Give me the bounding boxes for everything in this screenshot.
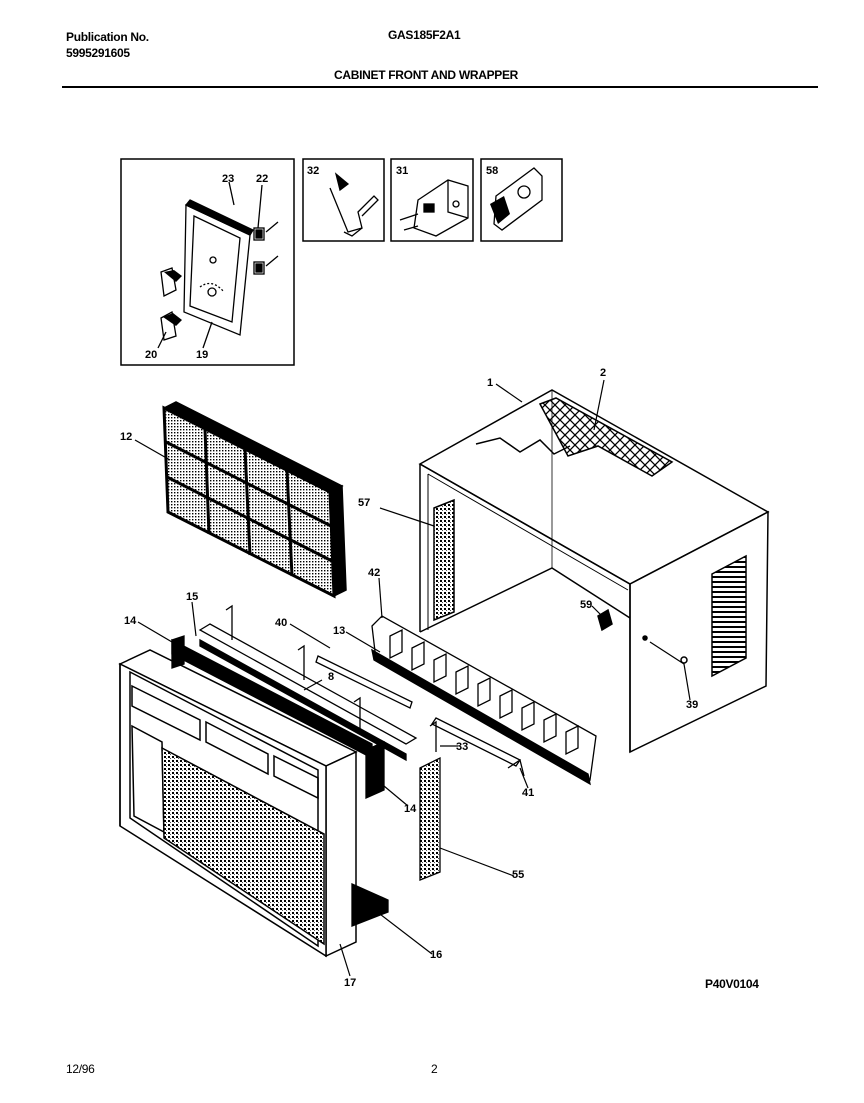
- callout-23: 23: [222, 173, 234, 185]
- air-filter: [162, 401, 347, 599]
- callout-20: 20: [145, 349, 157, 361]
- page-number: 2: [431, 1062, 438, 1076]
- callout-33: 33: [456, 741, 468, 753]
- slide-rails: [198, 604, 525, 777]
- callout-14-top: 14: [124, 615, 137, 627]
- leader-lines: [134, 379, 691, 977]
- section-title: CABINET FRONT AND WRAPPER: [334, 68, 519, 82]
- publication-label: Publication No.: [66, 30, 149, 44]
- header-rule: [62, 86, 818, 88]
- callout-19: 19: [196, 349, 208, 361]
- inset-part-31: [390, 158, 474, 242]
- callout-39: 39: [686, 699, 698, 711]
- model-number: GAS185F2A1: [388, 28, 461, 42]
- louver-rail: [371, 615, 597, 786]
- footer-date: 12/96: [66, 1062, 95, 1076]
- callout-2: 2: [600, 367, 606, 379]
- callout-57: 57: [358, 497, 370, 509]
- callout-12: 12: [120, 431, 132, 443]
- callout-1: 1: [487, 377, 493, 389]
- callout-15: 15: [186, 591, 198, 603]
- front-grille: [118, 649, 358, 958]
- callout-59: 59: [580, 599, 592, 611]
- callout-17: 17: [344, 977, 356, 989]
- callout-40: 40: [275, 617, 287, 629]
- seals-and-gaskets: [171, 635, 441, 927]
- callout-31: 31: [396, 165, 408, 177]
- callout-41: 41: [522, 787, 534, 799]
- drawing-code: P40V0104: [705, 977, 759, 991]
- callout-numbers: 23 22 20 19 32 31 58 12 1 2 57 42 15 14 …: [120, 165, 698, 989]
- inset-part-32: [302, 158, 385, 242]
- callout-32: 32: [307, 165, 319, 177]
- cabinet-wrapper: [418, 389, 770, 754]
- inset-control-panel: [120, 158, 295, 366]
- callout-22: 22: [256, 173, 268, 185]
- callout-58: 58: [486, 165, 498, 177]
- publication-number: 5995291605: [66, 46, 130, 60]
- callout-55: 55: [512, 869, 524, 881]
- callout-16: 16: [430, 949, 442, 961]
- callout-8: 8: [328, 671, 334, 683]
- callout-14-bottom: 14: [404, 803, 417, 815]
- callout-13: 13: [333, 625, 345, 637]
- inset-part-58: [480, 158, 563, 242]
- callout-42: 42: [368, 567, 380, 579]
